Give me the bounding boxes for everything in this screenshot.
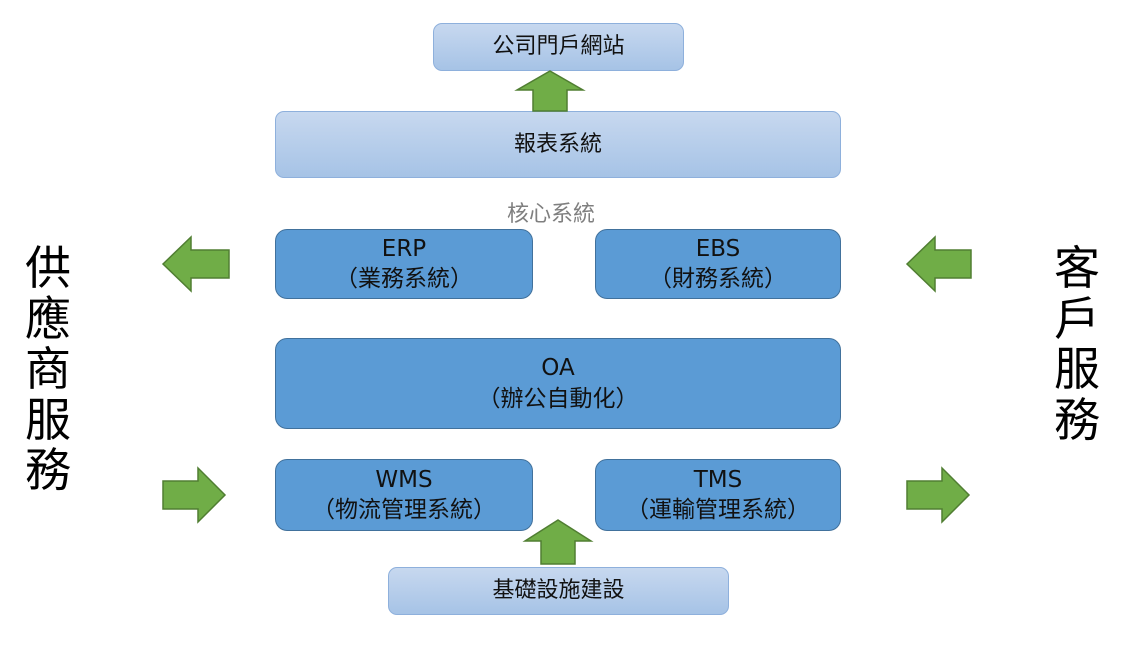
supplier-service-label: 供應商服務 bbox=[25, 241, 71, 498]
tms-title: TMS bbox=[693, 466, 743, 493]
portal-box: 公司門戶網站 bbox=[433, 23, 684, 71]
infrastructure-label: 基礎設施建設 bbox=[492, 578, 625, 604]
left-arrow-icon bbox=[161, 235, 230, 293]
infrastructure-box: 基礎設施建設 bbox=[388, 567, 729, 615]
wms-title: WMS bbox=[375, 466, 433, 493]
oa-subtitle: （辦公自動化） bbox=[477, 385, 639, 412]
ebs-subtitle: （財務系統） bbox=[649, 266, 787, 292]
erp-title: ERP bbox=[381, 235, 427, 262]
wms-box: WMS （物流管理系統） bbox=[275, 459, 533, 531]
left-arrow-icon bbox=[905, 235, 972, 293]
right-arrow-icon bbox=[162, 466, 227, 524]
tms-subtitle: （運輸管理系統） bbox=[626, 497, 810, 523]
core-system-label: 核心系統 bbox=[507, 202, 596, 227]
erp-subtitle: （業務系統） bbox=[335, 266, 473, 292]
wms-subtitle: （物流管理系統） bbox=[312, 497, 496, 523]
report-system-label: 報表系統 bbox=[513, 131, 602, 157]
customer-service-label: 客戶服務 bbox=[1054, 241, 1100, 447]
erp-box: ERP （業務系統） bbox=[275, 229, 533, 299]
oa-box: OA （辦公自動化） bbox=[275, 338, 841, 429]
up-arrow-icon bbox=[514, 70, 586, 112]
oa-title: OA bbox=[541, 355, 575, 382]
report-system-box: 報表系統 bbox=[275, 111, 841, 178]
portal-label: 公司門戶網站 bbox=[492, 34, 625, 60]
ebs-title: EBS bbox=[695, 235, 741, 262]
up-arrow-icon bbox=[522, 519, 594, 565]
tms-box: TMS （運輸管理系統） bbox=[595, 459, 841, 531]
right-arrow-icon bbox=[906, 466, 971, 524]
ebs-box: EBS （財務系統） bbox=[595, 229, 841, 299]
